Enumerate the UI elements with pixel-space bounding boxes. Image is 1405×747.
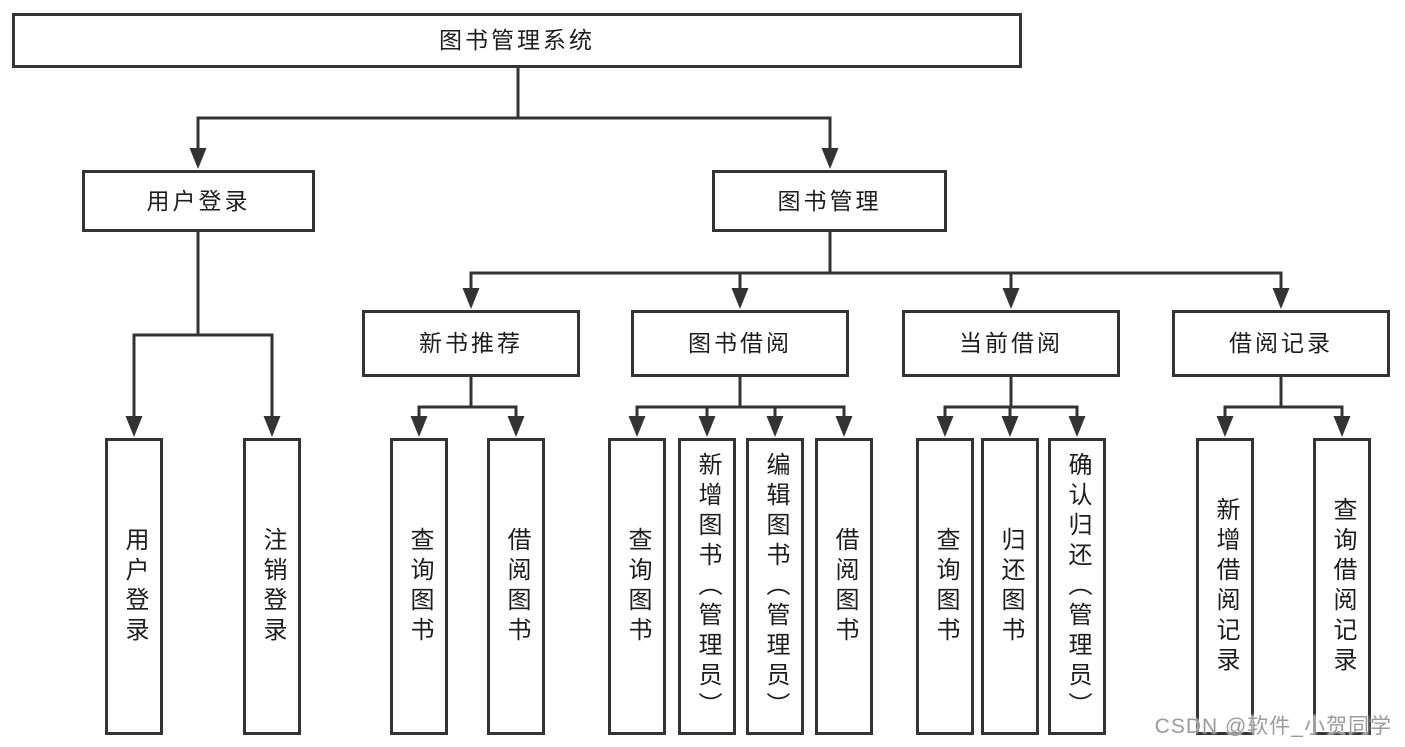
arrowhead bbox=[1216, 416, 1234, 437]
edge-borrow-records-to-leaves bbox=[1216, 375, 1351, 437]
arrowhead bbox=[821, 148, 839, 169]
arrowhead bbox=[1333, 416, 1351, 437]
leaf-query-books-current: 查询图书 bbox=[916, 438, 974, 735]
leaf-return-books: 归还图书 bbox=[981, 438, 1039, 735]
node-new-book-recommend: 新书推荐 bbox=[362, 310, 580, 377]
arrowhead bbox=[410, 416, 428, 437]
node-book-borrow: 图书借阅 bbox=[631, 310, 849, 377]
arrowhead bbox=[766, 416, 784, 437]
arrowhead bbox=[936, 416, 954, 437]
arrowhead bbox=[835, 416, 853, 437]
arrowhead bbox=[125, 416, 143, 437]
leaf-add-book-admin: 新增图书（管理员） bbox=[678, 438, 736, 735]
arrowhead bbox=[263, 416, 281, 437]
node-borrow-records: 借阅记录 bbox=[1172, 310, 1390, 377]
arrowhead bbox=[462, 288, 480, 309]
arrowhead bbox=[189, 148, 207, 169]
leaf-logout: 注销登录 bbox=[243, 438, 301, 735]
node-library-system: 图书管理系统 bbox=[12, 13, 1022, 68]
leaf-query-books-borrow: 查询图书 bbox=[608, 438, 666, 735]
leaf-edit-book-admin: 编辑图书（管理员） bbox=[746, 438, 804, 735]
leaf-confirm-return-admin: 确认归还（管理员） bbox=[1048, 438, 1106, 735]
node-book-management: 图书管理 bbox=[712, 170, 947, 232]
edge-current-borrow-to-leaves bbox=[936, 375, 1086, 437]
arrowhead bbox=[698, 416, 716, 437]
edge-book-borrow-to-leaves bbox=[628, 375, 853, 437]
edge-new-book-to-leaves bbox=[410, 375, 525, 437]
arrowhead bbox=[1272, 288, 1290, 309]
edge-book-management-to-level3 bbox=[462, 231, 1290, 309]
leaf-add-borrow-record: 新增借阅记录 bbox=[1196, 438, 1254, 735]
node-user-login: 用户登录 bbox=[82, 170, 315, 232]
edge-user-login-to-leaves bbox=[125, 230, 281, 437]
leaf-query-books-recommend: 查询图书 bbox=[390, 438, 448, 735]
arrowhead bbox=[507, 416, 525, 437]
arrowhead bbox=[731, 288, 749, 309]
leaf-query-borrow-record: 查询借阅记录 bbox=[1313, 438, 1371, 735]
watermark: CSDN @软件_小贺同学 bbox=[1154, 715, 1392, 738]
node-current-borrow: 当前借阅 bbox=[902, 310, 1120, 377]
arrowhead bbox=[1068, 416, 1086, 437]
leaf-borrow-books-recommend: 借阅图书 bbox=[487, 438, 545, 735]
arrowhead bbox=[628, 416, 646, 437]
edge-root-to-level2 bbox=[189, 66, 839, 169]
leaf-user-login: 用户登录 bbox=[105, 438, 163, 735]
arrowhead bbox=[1001, 416, 1019, 437]
leaf-borrow-books: 借阅图书 bbox=[815, 438, 873, 735]
arrowhead bbox=[1002, 288, 1020, 309]
